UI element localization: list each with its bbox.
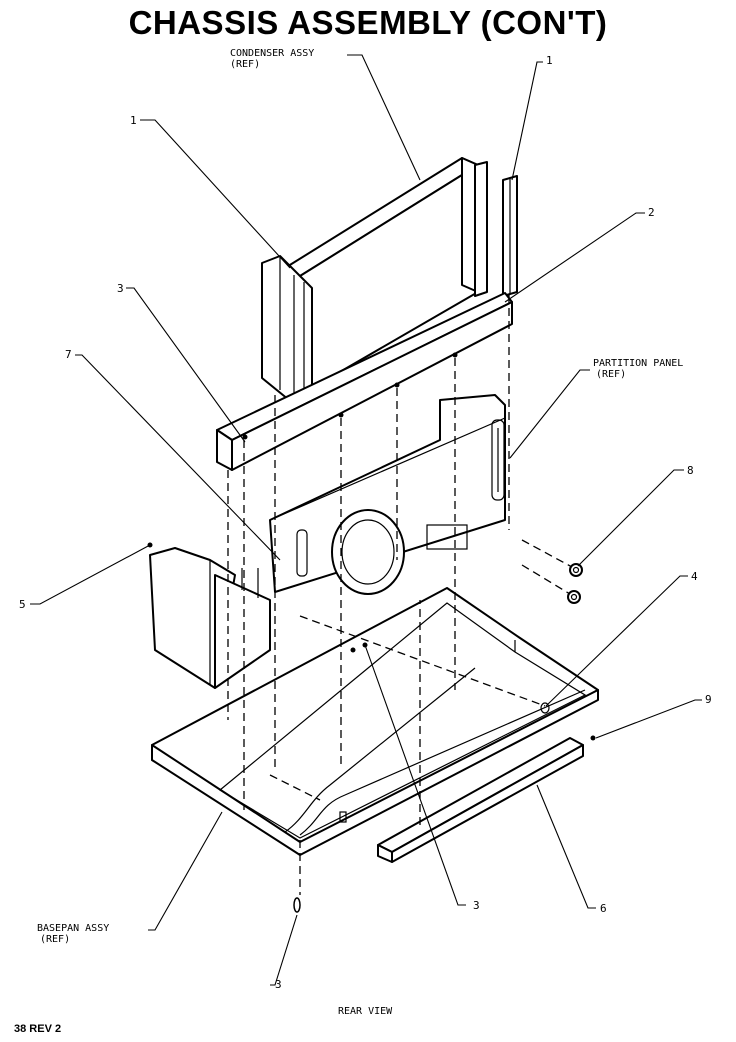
callout-1-left: 1 <box>130 114 137 127</box>
right-bracket <box>474 161 518 297</box>
callout-3-upper: 3 <box>117 282 124 295</box>
left-bracket <box>261 255 313 405</box>
callout-7: 7 <box>65 348 72 361</box>
page-title: CHASSIS ASSEMBLY (CON'T) <box>128 4 608 41</box>
partition-panel-label: PARTITION PANEL <box>593 358 683 369</box>
condenser-assy-label: CONDENSER ASSY <box>230 48 314 59</box>
leader-lines <box>30 54 702 986</box>
callout-5: 5 <box>19 598 26 611</box>
callout-9: 9 <box>705 693 712 706</box>
callout-2: 2 <box>648 206 655 219</box>
side-cover <box>149 547 271 689</box>
callout-1-right: 1 <box>546 54 553 67</box>
fasteners <box>567 563 583 604</box>
footer-code: 38 REV 2 <box>14 1023 61 1035</box>
basepan-ref-label: (REF) <box>40 934 70 945</box>
partition-ref-label: (REF) <box>596 369 626 380</box>
alignment-lines <box>227 295 573 895</box>
callout-3-bottom: 3 <box>275 978 282 991</box>
callout-6: 6 <box>600 902 607 915</box>
condenser-ref-label: (REF) <box>230 59 260 70</box>
callout-3-lower: 3 <box>473 899 480 912</box>
partition-panel <box>269 394 506 595</box>
callout-8: 8 <box>687 464 694 477</box>
seal-strip <box>216 292 513 471</box>
basepan-assy-label: BASEPAN ASSY <box>37 923 109 934</box>
callout-4: 4 <box>691 570 698 583</box>
view-caption: REAR VIEW <box>338 1006 393 1017</box>
